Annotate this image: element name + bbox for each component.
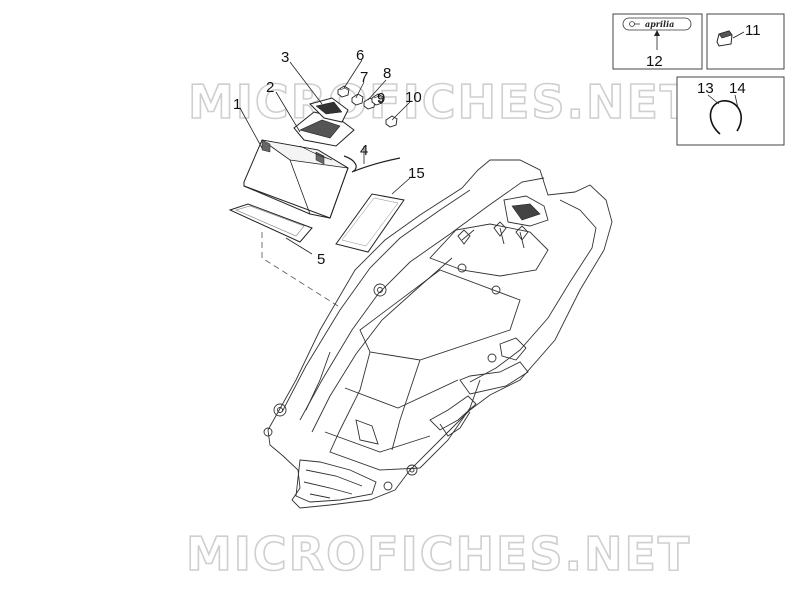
callout-11: 11: [745, 22, 761, 39]
watermark-bottom: MICROFICHES.NET: [186, 527, 691, 581]
watermark-top: MICROFICHES.NET: [188, 75, 693, 129]
keyring-part: aprilia: [622, 17, 692, 31]
callout-3: 3: [281, 49, 289, 66]
screw-part-9: [371, 93, 384, 106]
battery-holder-part: [293, 97, 355, 147]
callout-6: 6: [356, 47, 364, 64]
callout-14: 14: [729, 80, 746, 97]
ring-inset-box: [676, 76, 785, 146]
leader-lines: [239, 59, 411, 255]
callout-15: 15: [408, 165, 425, 182]
callout-10: 10: [405, 89, 422, 106]
callout-2: 2: [266, 79, 274, 96]
callout-12: 12: [646, 53, 663, 70]
clip-inset-box: [706, 13, 785, 70]
cable-part: [343, 155, 401, 173]
callout-13: 13: [697, 80, 714, 97]
screw-part-10: [385, 115, 398, 128]
wire-ring-part: [709, 100, 742, 135]
screw-part-6: [337, 85, 350, 98]
callout-5: 5: [317, 251, 325, 268]
callout-4: 4: [360, 142, 368, 159]
callout-8: 8: [383, 65, 391, 82]
assembly-guide-line: [261, 232, 339, 307]
callout-1: 1: [233, 96, 241, 113]
undertray-assembly: [263, 159, 613, 509]
keyring-inset-box: aprilia: [612, 13, 703, 70]
clip-part: [716, 30, 733, 47]
battery-part: [243, 139, 349, 219]
label-sheet-part: [335, 193, 405, 253]
keyring-logo: aprilia: [645, 19, 674, 29]
battery-pad-part: [228, 203, 313, 243]
callout-9: 9: [377, 90, 385, 107]
callout-7: 7: [360, 69, 368, 86]
